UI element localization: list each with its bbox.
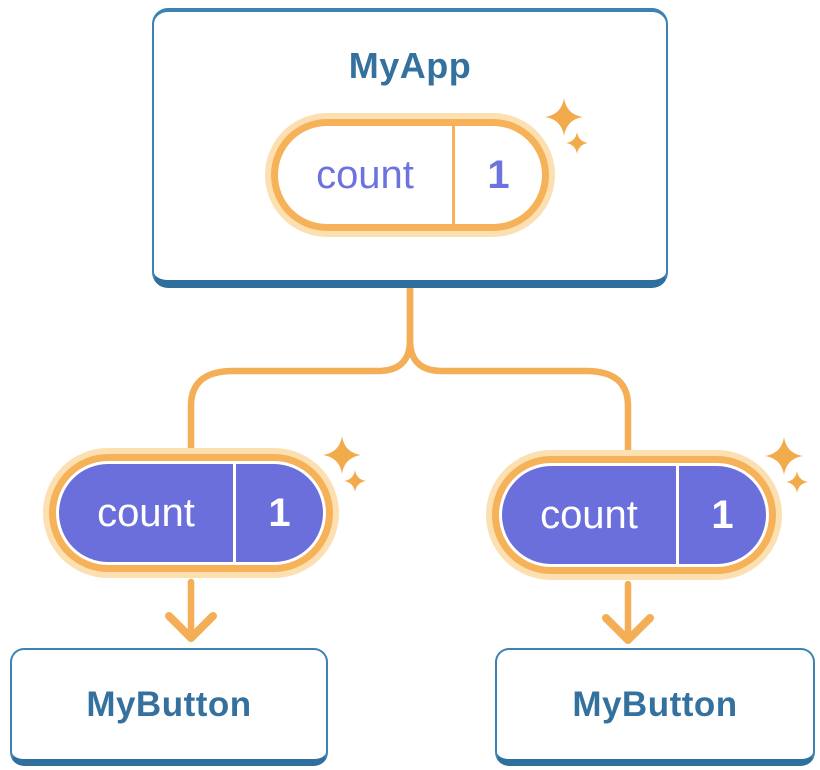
sparkle-icon [765,437,809,494]
pill-body: count 1 [278,126,542,224]
pill-divider [452,126,455,224]
pill-divider [233,464,236,562]
component-node-child-right: MyButton [495,648,815,766]
pill-body: count 1 [59,464,323,562]
fork-line-right [406,284,632,456]
arrow-head-left-icon [165,612,217,642]
pill-ring: count 1 [271,119,549,231]
pill-divider [676,466,679,564]
state-value: 1 [268,490,291,535]
component-title: MyButton [86,684,252,724]
pill-body: count 1 [502,466,766,564]
component-title: MyButton [572,684,738,724]
fork-line-left [187,284,414,456]
state-name: count [97,490,195,535]
state-pill-child-left: count 1 [43,448,339,578]
arrow-head-right-icon [602,614,654,644]
state-name: count [316,152,414,197]
state-value: 1 [487,152,510,197]
state-pill-child-right: count 1 [486,450,782,580]
sparkle-icon [323,436,367,493]
state-name: count [540,492,638,537]
component-title: MyApp [348,45,472,86]
pill-ring: count 1 [492,456,776,574]
component-node-root: MyApp [152,8,668,288]
state-pill-root: count 1 [265,113,555,237]
pill-ring: count 1 [49,454,333,572]
state-value: 1 [711,492,734,537]
sparkle-icon [545,98,589,155]
component-node-child-left: MyButton [10,648,328,766]
pill-gap: count 1 [499,463,769,567]
pill-gap: count 1 [56,461,326,565]
